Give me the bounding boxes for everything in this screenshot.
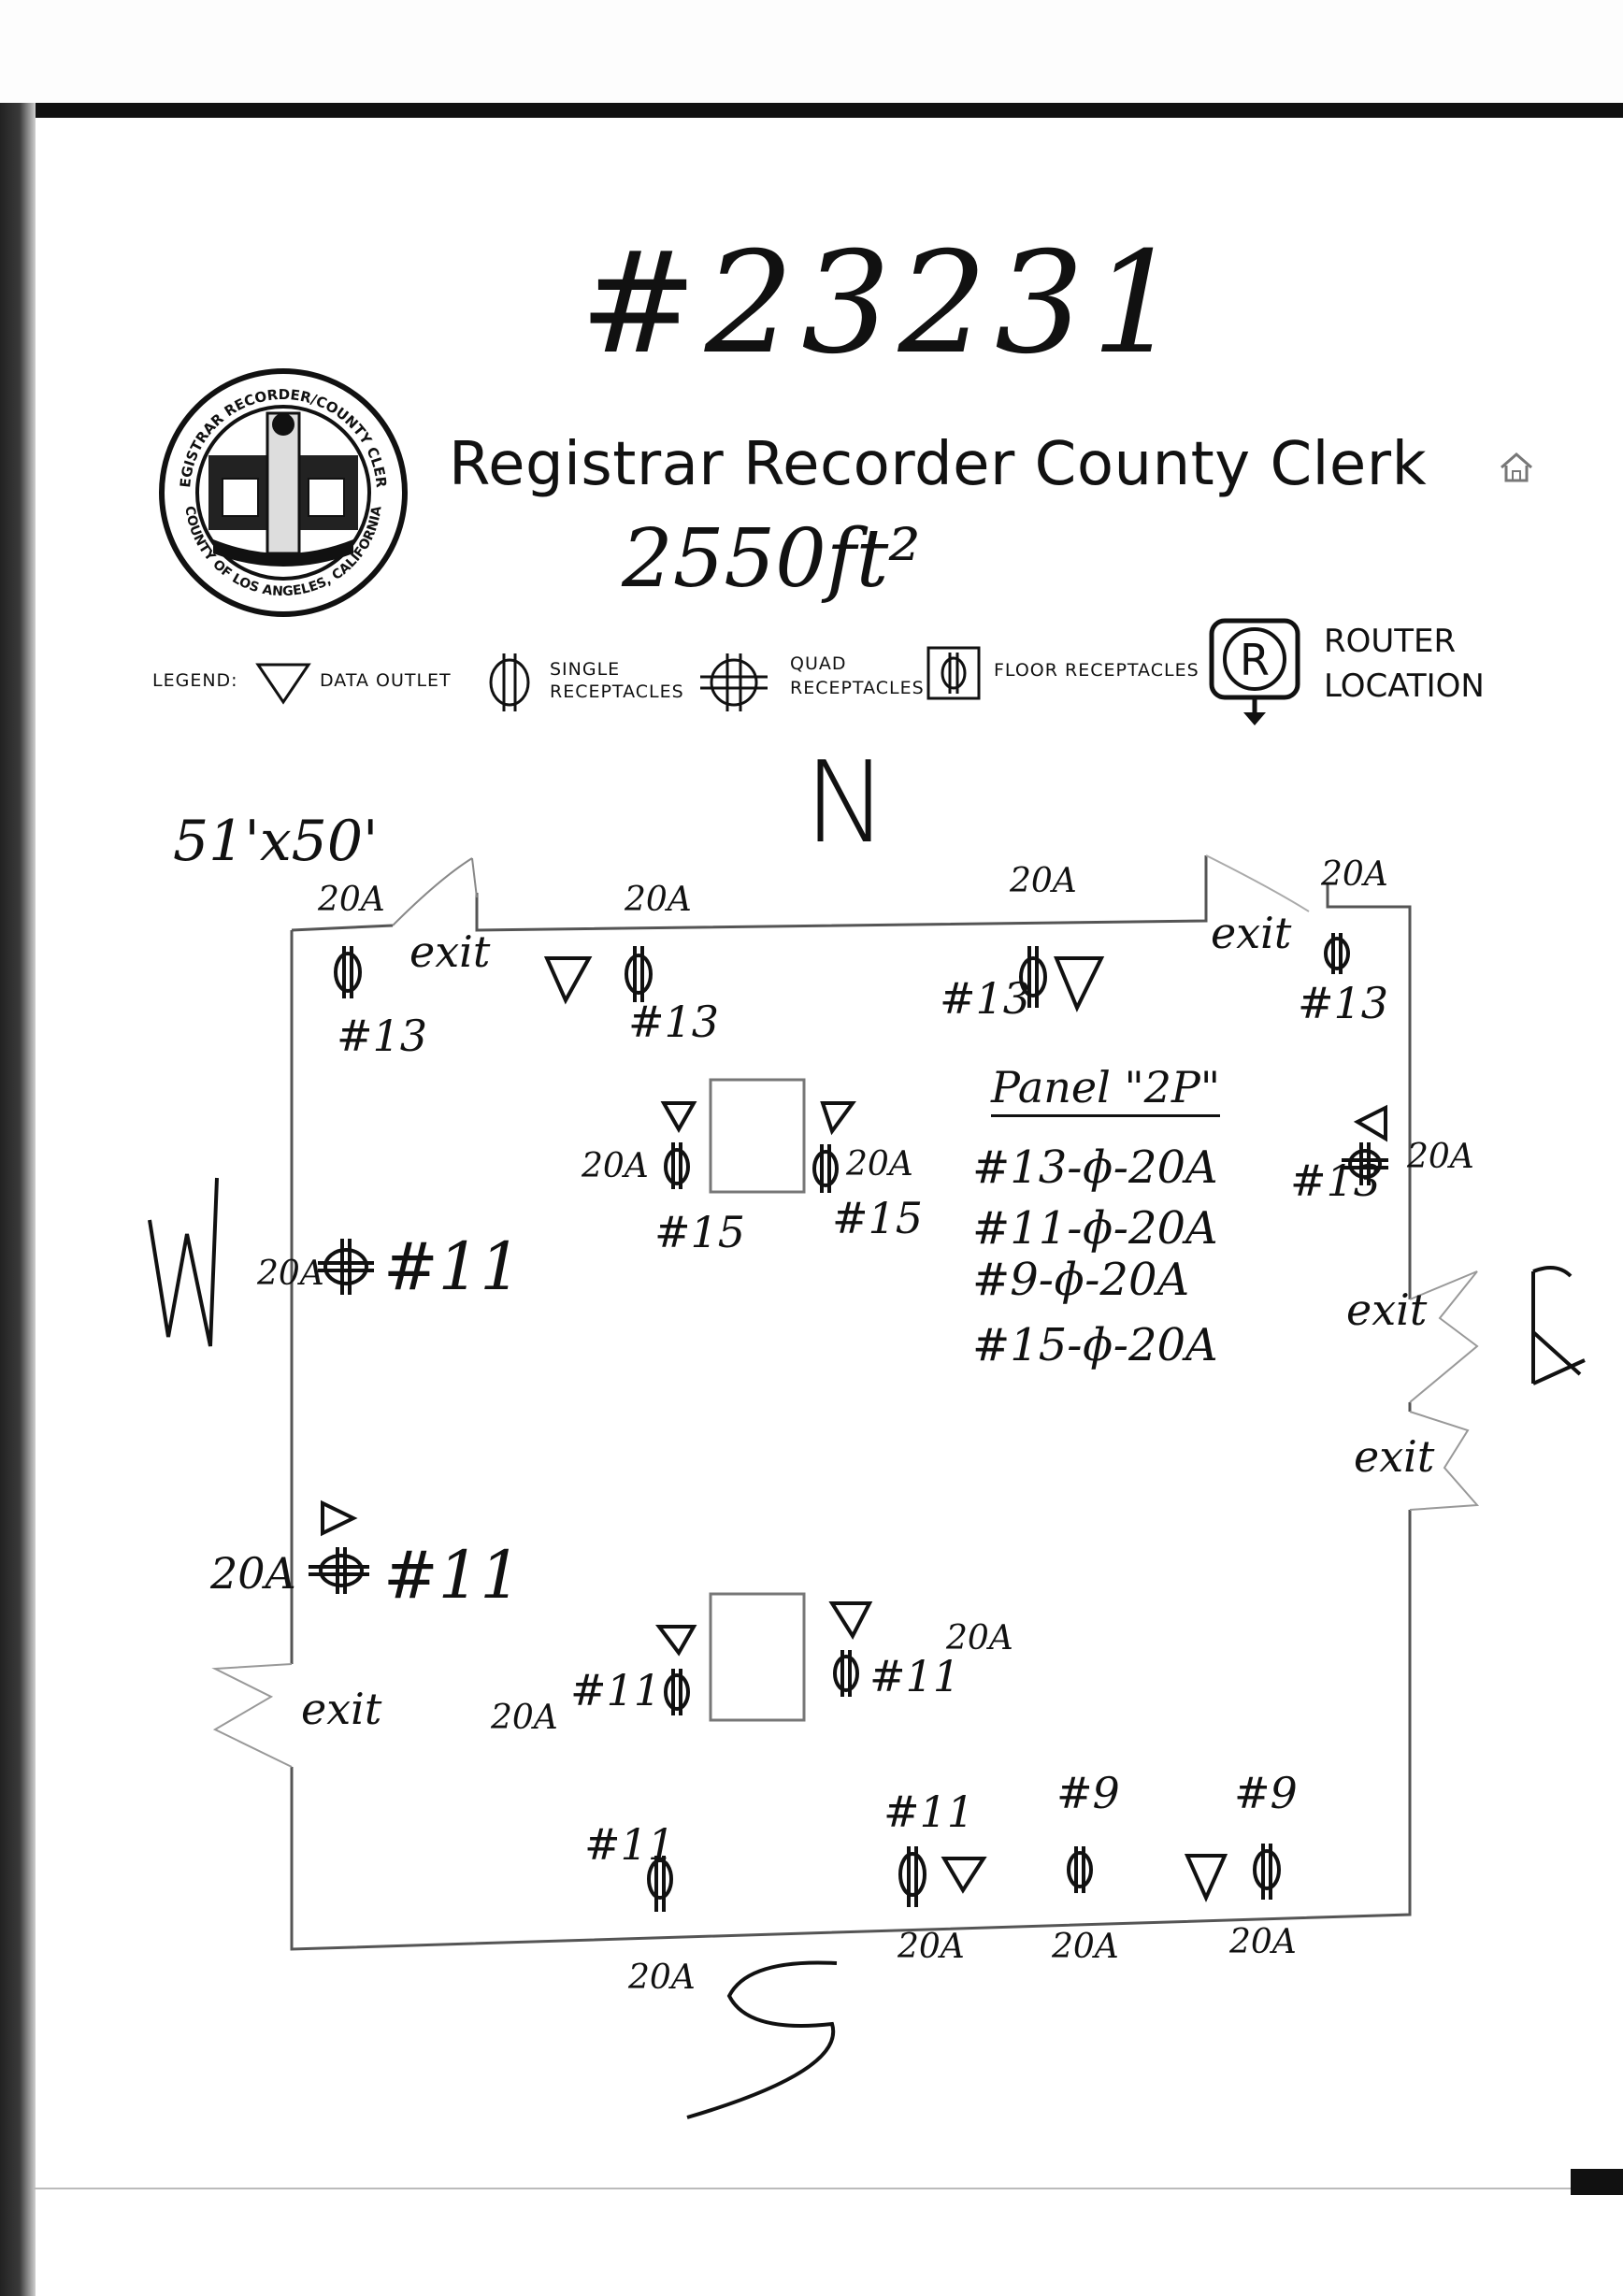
page-title: Registrar Recorder County Clerk (449, 430, 1428, 499)
label-n2-13: #13 (940, 973, 1031, 1024)
single-receptacle-legend-icon (489, 653, 530, 711)
handwritten-request-number: #23231 (580, 222, 1188, 385)
panel-line-4: #15-ɸ-20A (972, 1319, 1218, 1371)
floor-receptacle-legend-icon (926, 646, 981, 700)
label-e-13: #13 (1290, 1155, 1382, 1206)
single-receptacle-col1 (664, 1142, 690, 1189)
label-nw-13: #13 (337, 1011, 428, 1061)
label-ne-20a: 20A (1321, 855, 1388, 894)
label-s0-11: #11 (584, 1819, 676, 1870)
compass-south: S (739, 1973, 810, 2085)
scan-edge-left (0, 103, 36, 2296)
label-s2-20a: 20A (1052, 1928, 1119, 1966)
label-s0-20a: 20A (628, 1959, 696, 1997)
panel-line-2: #11-ɸ-20A (972, 1202, 1218, 1255)
compass-north: N (804, 739, 888, 868)
data-outlet-col2 (820, 1101, 856, 1136)
label-ne-13: #13 (1298, 978, 1389, 1028)
single-receptacle-n1 (625, 946, 653, 1002)
single-receptacle-s1 (898, 1846, 926, 1907)
router-letter: R (1240, 635, 1270, 685)
panel-line-1: #13-ɸ-20A (972, 1141, 1218, 1194)
scan-edge-bar (0, 103, 1623, 118)
scan-margin-top (0, 0, 1623, 117)
legend-router-1: ROUTER (1324, 623, 1457, 660)
label-n1-13: #13 (628, 997, 720, 1047)
single-receptacle-nw (334, 946, 362, 998)
county-seal-logo: REGISTRAR RECORDER/COUNTY CLERK COUNTY O… (157, 366, 408, 617)
panel-line-3: #9-ɸ-20A (972, 1254, 1190, 1306)
label-s1-20a: 20A (898, 1928, 965, 1966)
exit-label-e2: exit (1354, 1431, 1435, 1482)
legend-quad-1: QUAD (790, 653, 847, 674)
data-outlet-col1 (660, 1101, 697, 1134)
label-s1-11: #11 (883, 1787, 975, 1837)
label-col4-11: #11 (869, 1651, 961, 1701)
single-receptacle-s3 (1253, 1844, 1281, 1900)
label-col2-20a: 20A (846, 1145, 913, 1184)
label-nw-20a: 20A (318, 881, 385, 919)
legend-quad-2: RECEPTACLES (790, 678, 925, 698)
legend-single-2: RECEPTACLES (550, 682, 684, 702)
column-south (709, 1592, 806, 1722)
data-outlet-w (321, 1500, 358, 1537)
label-col4-20a: 20A (946, 1619, 1013, 1657)
label-n1-20a: 20A (625, 881, 692, 919)
handwritten-area: 2550ft² (622, 512, 921, 606)
data-outlet-e (1353, 1104, 1387, 1142)
single-receptacle-s2 (1067, 1846, 1093, 1893)
exit-label-ne: exit (1211, 908, 1292, 958)
label-w-20a: 20A (257, 1255, 324, 1293)
data-outlet-n1 (543, 956, 593, 1005)
label-sw-20a: 20A (210, 1548, 296, 1599)
quad-receptacle-sw (309, 1547, 369, 1594)
data-outlet-legend-icon (255, 663, 311, 705)
data-outlet-n2 (1054, 956, 1105, 1012)
legend-label: LEGEND: (152, 670, 238, 691)
data-outlet-s2 (1184, 1854, 1228, 1902)
legend-data-outlet: DATA OUTLET (320, 670, 452, 691)
column-north (709, 1078, 806, 1194)
scan-edge-bottom (33, 2188, 1603, 2189)
label-w-11: #11 (383, 1228, 522, 1305)
single-receptacle-col2 (812, 1144, 839, 1193)
compass-east: E (1519, 1257, 1590, 1370)
label-col3-20a: 20A (491, 1699, 558, 1737)
data-outlet-col4 (828, 1601, 873, 1641)
compass-west: W (140, 1206, 251, 1318)
label-col2-15: #15 (832, 1193, 924, 1243)
label-col3-11: #11 (570, 1665, 662, 1715)
legend-floor: FLOOR RECEPTACLES (994, 660, 1199, 681)
label-col1-15: #15 (654, 1207, 746, 1257)
label-s3-20a: 20A (1229, 1923, 1297, 1961)
room-dimensions: 51'x50' (173, 809, 379, 874)
exit-label-nw: exit (409, 926, 491, 977)
legend-single-1: SINGLE (550, 659, 621, 680)
home-icon (1501, 452, 1532, 482)
single-receptacle-col4 (833, 1650, 859, 1697)
data-outlet-col3 (655, 1625, 697, 1657)
exit-label-e1: exit (1346, 1284, 1428, 1335)
single-receptacle-ne (1324, 933, 1350, 974)
panel-title: Panel "2P" (991, 1066, 1221, 1117)
label-s3-9: #9 (1234, 1768, 1298, 1818)
label-e-20a: 20A (1407, 1138, 1474, 1176)
router-location-legend-icon: R (1209, 618, 1300, 725)
label-s2-9: #9 (1056, 1768, 1120, 1818)
label-n2-20a: 20A (1010, 862, 1077, 900)
label-sw-11: #11 (383, 1537, 522, 1614)
legend-router-2: LOCATION (1324, 667, 1485, 705)
quad-receptacle-legend-icon (700, 653, 768, 711)
data-outlet-s1 (941, 1857, 987, 1894)
scan-corner-mark (1571, 2169, 1623, 2195)
label-col1-20a: 20A (582, 1147, 649, 1185)
single-receptacle-col3 (664, 1669, 690, 1715)
exit-label-w: exit (301, 1684, 382, 1734)
quad-receptacle-w (318, 1239, 374, 1295)
